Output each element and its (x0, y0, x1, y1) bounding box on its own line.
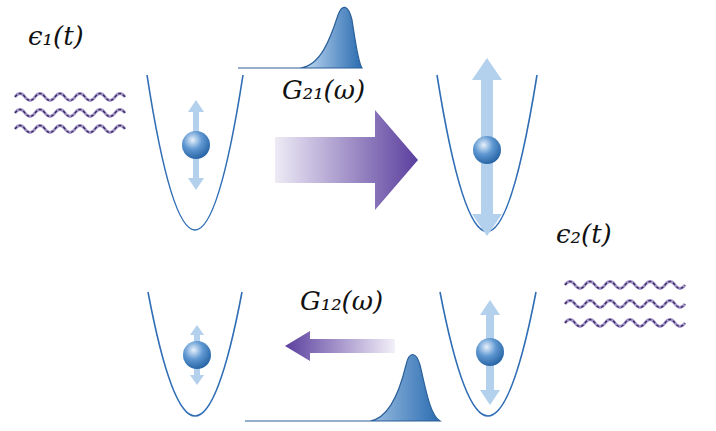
math-label: G₂₁(ω) (282, 76, 365, 105)
potential-well (440, 292, 536, 416)
wave-line (15, 94, 125, 101)
math-label: ϵ₁(t) (28, 22, 84, 51)
wave-line (565, 301, 685, 308)
potential-well (148, 292, 242, 416)
coupling-arrow (285, 331, 395, 361)
oscillator-ball (473, 136, 501, 164)
wave-line (565, 282, 685, 289)
wave-line (15, 126, 125, 133)
wave-line (15, 110, 125, 117)
coupling-arrow (275, 110, 418, 210)
wave-line (565, 320, 685, 327)
drive-wave (565, 282, 685, 327)
wave-line (565, 282, 685, 289)
math-label: ϵ₂(t) (556, 220, 612, 249)
wave-line (15, 126, 125, 133)
wave-line (565, 301, 685, 308)
amplitude-arrow (472, 58, 502, 236)
wave-line (15, 110, 125, 117)
oscillator-ball (183, 341, 211, 369)
drive-wave (15, 94, 125, 133)
oscillator-ball (182, 131, 210, 159)
wave-line (565, 320, 685, 327)
oscillator-ball (476, 338, 504, 366)
spectrum-curve (238, 7, 362, 68)
potential-well (147, 75, 243, 230)
wave-line (15, 94, 125, 101)
math-label: G₁₂(ω) (300, 287, 383, 316)
spectrum-curve (245, 355, 440, 422)
